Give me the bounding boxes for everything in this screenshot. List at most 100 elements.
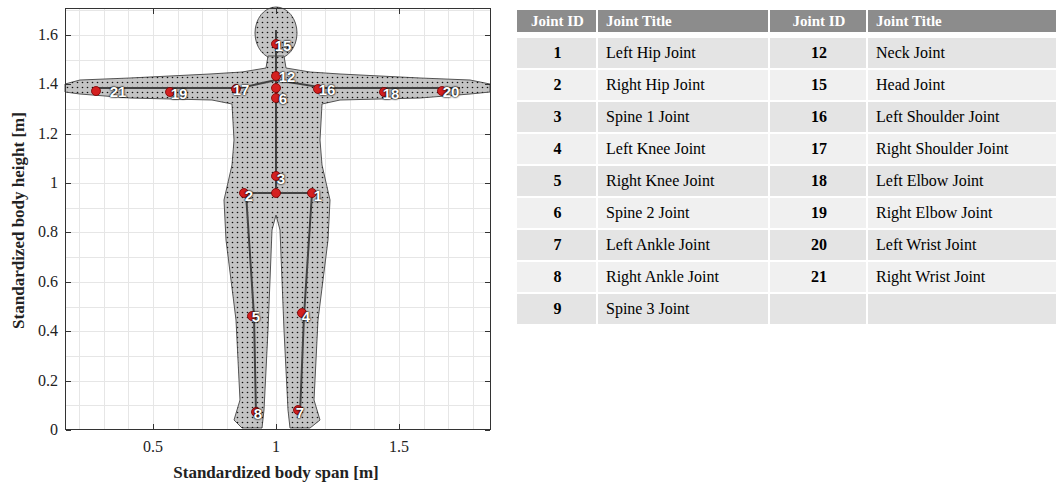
table-cell-text: 8 [554,269,562,285]
grid-line [473,9,474,429]
grid-line [128,9,129,429]
grid-line [485,84,490,85]
grid-line [153,9,154,429]
tick-label: 0.4 [38,323,58,339]
table-cell-text: Joint Title [606,14,672,29]
grid-line [485,35,490,36]
table-cell-text: Head Joint [876,77,945,93]
grid-line [485,430,490,431]
tick-label: 1 [272,439,280,455]
table-cell-text: Left Knee Joint [606,141,706,157]
joint-number: 15 [275,38,292,53]
table-cell-text: Left Wrist Joint [876,237,976,253]
axes-box [66,9,491,430]
joint-number: 3 [277,171,285,186]
table-cell-text: 16 [811,109,827,125]
tick-label: 1 [50,175,58,191]
grid-line [66,257,490,258]
table-cell-text: Spine 1 Joint [606,109,690,125]
table-cell-text: Joint ID [793,14,846,29]
joint-number: 18 [383,86,400,101]
grid-line [66,183,71,184]
joint-number: 5 [252,309,260,324]
table-cell-text: Right Wrist Joint [876,269,985,285]
grid-line [424,9,425,429]
grid-line [104,9,105,429]
grid-line [485,232,490,233]
joint-number: 12 [279,69,296,84]
grid-line [66,307,490,308]
axis-ticks [66,9,490,431]
joint-number: 16 [319,82,336,97]
grid-line [66,232,490,233]
grid-line [66,381,490,382]
table-cell-text: 9 [554,301,562,317]
grid-line [399,9,400,429]
grid-line [202,9,203,429]
grid-line [66,282,71,283]
tick-label: 0.5 [143,439,163,455]
grid-line [66,381,71,382]
joint-number: 2 [245,188,253,203]
table-cell-text: Spine 2 Joint [606,205,690,221]
grid-line [276,9,277,14]
table-cell-text: Right Hip Joint [606,77,705,93]
grid-line [153,9,154,14]
grid-line [153,424,154,429]
table-cell-text: Right Ankle Joint [606,269,719,285]
table-cell-text: 21 [811,269,827,285]
table-cell-text: Right Elbow Joint [876,205,992,221]
table-cell-text: Joint ID [531,14,584,29]
table-cell-text: 19 [811,205,827,221]
grid-line [485,183,490,184]
grid-line [66,35,71,36]
grid-line [66,430,71,431]
grid-line [485,282,490,283]
table-cell-text: Left Hip Joint [606,45,696,61]
table-cell [868,294,1056,324]
tick-label: 0.8 [38,224,58,240]
grid-line [79,9,80,429]
grid-line [276,424,277,429]
table-cell-text: Joint Title [876,14,942,29]
grid-line [66,331,71,332]
grid-lines [66,9,490,429]
grid-line [399,424,400,429]
joint-number: 20 [443,84,460,99]
table-cell-text: Left Elbow Joint [876,173,984,189]
grid-line [350,9,351,429]
table-cell-text: 12 [811,45,827,61]
joint-number: 19 [171,86,188,101]
skeleton-lines [96,30,460,414]
grid-line [66,84,71,85]
table-cell-text: 2 [554,77,562,93]
axis-title: Standardized body span [m] [173,464,378,481]
joint-number: 8 [254,406,262,421]
joint-number: 17 [233,82,250,97]
tick-label: 0.2 [38,373,58,389]
table-cell-text: Left Ankle Joint [606,237,710,253]
joint-number: 6 [279,91,287,106]
grid-line [66,282,490,283]
table-cell-text: 3 [554,109,562,125]
tick-label: 1.5 [389,439,409,455]
table-cell [770,294,866,324]
grid-line [485,134,490,135]
tick-label: 0 [50,422,58,438]
table-cell-text: 1 [554,45,562,61]
grid-line [399,9,400,14]
grid-line [66,405,490,406]
tick-label: 1.4 [38,76,58,92]
table-cell-text: 7 [554,237,562,253]
table-cell-text: Spine 3 Joint [606,301,690,317]
grid-line [374,9,375,429]
tick-label: 1.6 [38,27,58,43]
grid-line [485,331,490,332]
table-cell-text: 4 [554,141,562,157]
joint-number: 4 [302,309,310,324]
grid-line [66,232,71,233]
table-cell-text: Left Shoulder Joint [876,109,1000,125]
tick-label: 0.6 [38,274,58,290]
grid-line [66,134,71,135]
table-cell-text: 20 [811,237,827,253]
